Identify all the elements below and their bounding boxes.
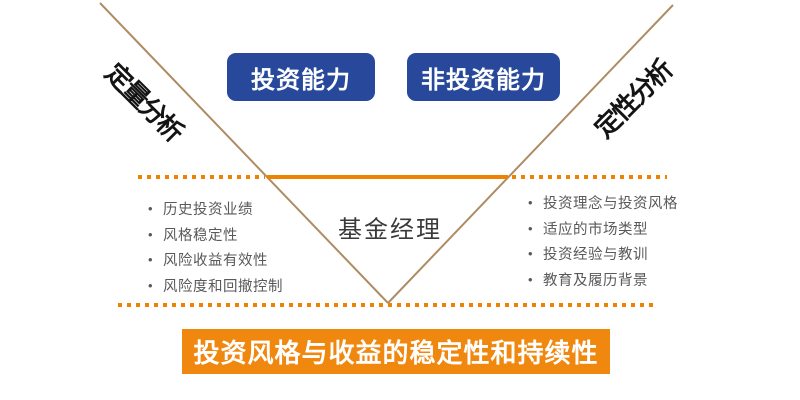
mid-solid-line xyxy=(267,175,508,179)
list-item: • 风格稳定性 xyxy=(148,222,283,248)
conclusion-banner: 投资风格与收益的稳定性和持续性 xyxy=(182,329,610,374)
bullet-icon: • xyxy=(148,277,154,293)
bullet-icon: • xyxy=(528,271,534,287)
list-item-label: 风险收益有效性 xyxy=(163,253,268,270)
list-item: • 教育及履历背景 xyxy=(528,267,678,293)
list-item-label: 投资理念与投资风格 xyxy=(543,196,678,213)
list-item: • 风险度和回撤控制 xyxy=(148,273,283,299)
list-item: • 适应的市场类型 xyxy=(528,216,678,242)
qualitative-analysis-label: 定性分析 xyxy=(588,54,678,144)
bullet-icon: • xyxy=(528,246,534,262)
list-item-label: 风格稳定性 xyxy=(163,227,238,244)
list-item: • 历史投资业绩 xyxy=(148,196,283,222)
bottom-dotted-line xyxy=(118,303,656,307)
bullet-icon: • xyxy=(148,201,154,217)
list-item: • 风险收益有效性 xyxy=(148,247,283,273)
mid-dotted-line-left xyxy=(138,175,265,179)
list-item-label: 教育及履历背景 xyxy=(543,272,648,289)
list-item-label: 历史投资业绩 xyxy=(163,202,253,219)
quantitative-analysis-label: 定量分析 xyxy=(99,57,189,147)
investment-capability-badge: 投资能力 xyxy=(227,53,375,101)
qualitative-criteria-list: • 投资理念与投资风格 • 适应的市场类型 • 投资经验与教训 • 教育及履历背… xyxy=(528,190,678,292)
bullet-icon: • xyxy=(528,195,534,211)
list-item-label: 投资经验与教训 xyxy=(543,247,648,264)
bullet-icon: • xyxy=(528,220,534,236)
bullet-icon: • xyxy=(148,252,154,268)
list-item-label: 风险度和回撤控制 xyxy=(163,278,283,295)
list-item: • 投资理念与投资风格 xyxy=(528,190,678,216)
quantitative-criteria-list: • 历史投资业绩 • 风格稳定性 • 风险收益有效性 • 风险度和回撤控制 xyxy=(148,196,283,298)
non-investment-capability-badge: 非投资能力 xyxy=(407,53,560,101)
mid-dotted-line-right xyxy=(512,175,667,179)
bullet-icon: • xyxy=(148,226,154,242)
list-item: • 投资经验与教训 xyxy=(528,241,678,267)
fund-manager-label: 基金经理 xyxy=(338,216,442,244)
list-item-label: 适应的市场类型 xyxy=(543,221,648,238)
